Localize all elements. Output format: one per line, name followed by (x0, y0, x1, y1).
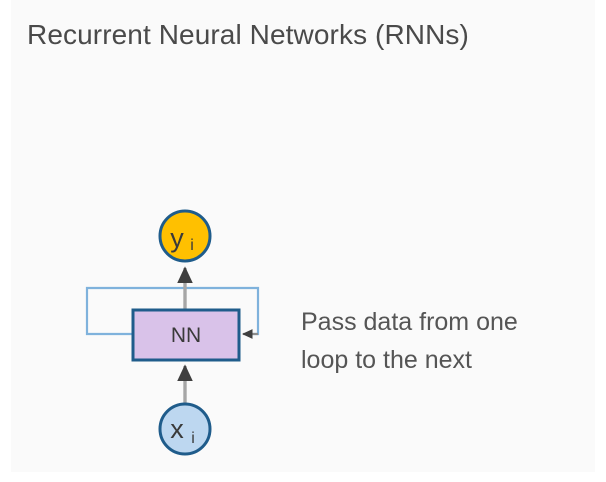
rnn-diagram: NN y i x i (11, 0, 595, 472)
slide-canvas: Recurrent Neural Networks (RNNs) NN (11, 0, 595, 472)
nn-box-label: NN (171, 324, 201, 347)
output-node-label: y (170, 223, 184, 253)
recurrent-loop-edge (85, 286, 260, 340)
page-title: Recurrent Neural Networks (RNNs) (27, 19, 469, 50)
caption-text: Pass data from one loop to the next (301, 303, 591, 379)
caption-line-1: Pass data from one (301, 308, 518, 336)
nn-box (131, 308, 241, 362)
output-node-subscript: i (190, 237, 194, 254)
output-node-circle (158, 209, 212, 263)
rnn-diagram-svg: NN y i x i (85, 209, 260, 456)
caption-line-2: loop to the next (301, 346, 472, 374)
input-node-label: x (170, 414, 184, 444)
input-node-circle (158, 402, 212, 456)
input-node-subscript: i (191, 430, 195, 447)
